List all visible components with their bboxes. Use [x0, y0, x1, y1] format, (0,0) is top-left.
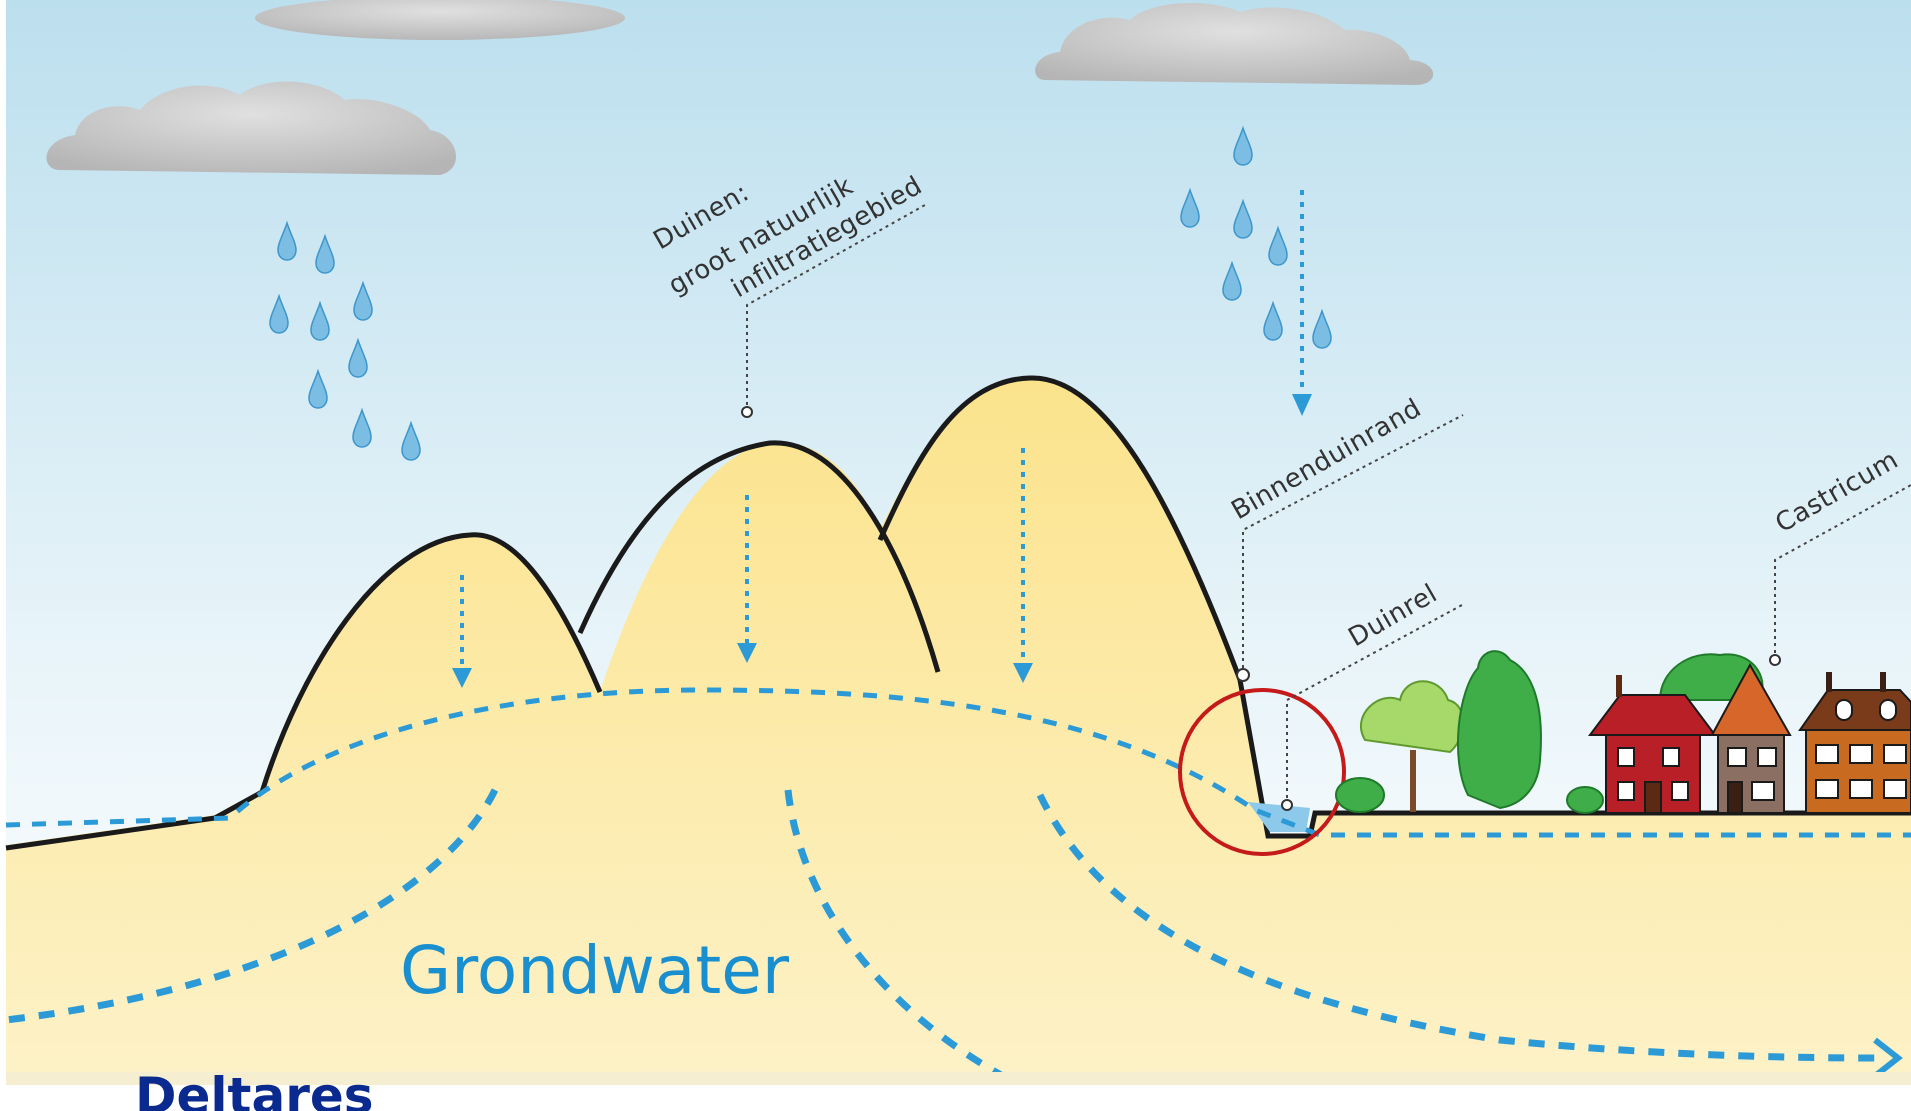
groundwater-table-line	[5, 687, 1911, 838]
groundwater-flow-curves	[5, 788, 1881, 1084]
infiltration-arrows	[460, 190, 1304, 670]
house-red	[1588, 675, 1717, 814]
deltares-logo: Deltares	[135, 1067, 374, 1111]
bush-small	[1335, 777, 1385, 813]
cloud-left	[46, 81, 457, 175]
label-groundwater: Grondwater	[400, 932, 790, 1009]
sand-ground	[6, 377, 1911, 1086]
footer-strip	[0, 1085, 1911, 1111]
infiltration-arrowheads	[452, 394, 1312, 688]
callout-leaders	[746, 204, 1911, 805]
bottom-band	[6, 1072, 1911, 1085]
groundwater-flow-arrowhead	[1873, 1037, 1903, 1079]
house-brown	[1798, 672, 1911, 814]
tree-tall	[1457, 650, 1542, 810]
highlight-circle	[1178, 688, 1346, 856]
house-orange	[1710, 662, 1792, 814]
dune-outline-2	[577, 440, 941, 673]
cloud-right	[1035, 2, 1434, 85]
callout-anchors	[741, 406, 1781, 811]
dune-outline-3	[877, 375, 1911, 839]
dune-outline	[5, 532, 603, 851]
cloud-top-left	[255, 0, 625, 40]
